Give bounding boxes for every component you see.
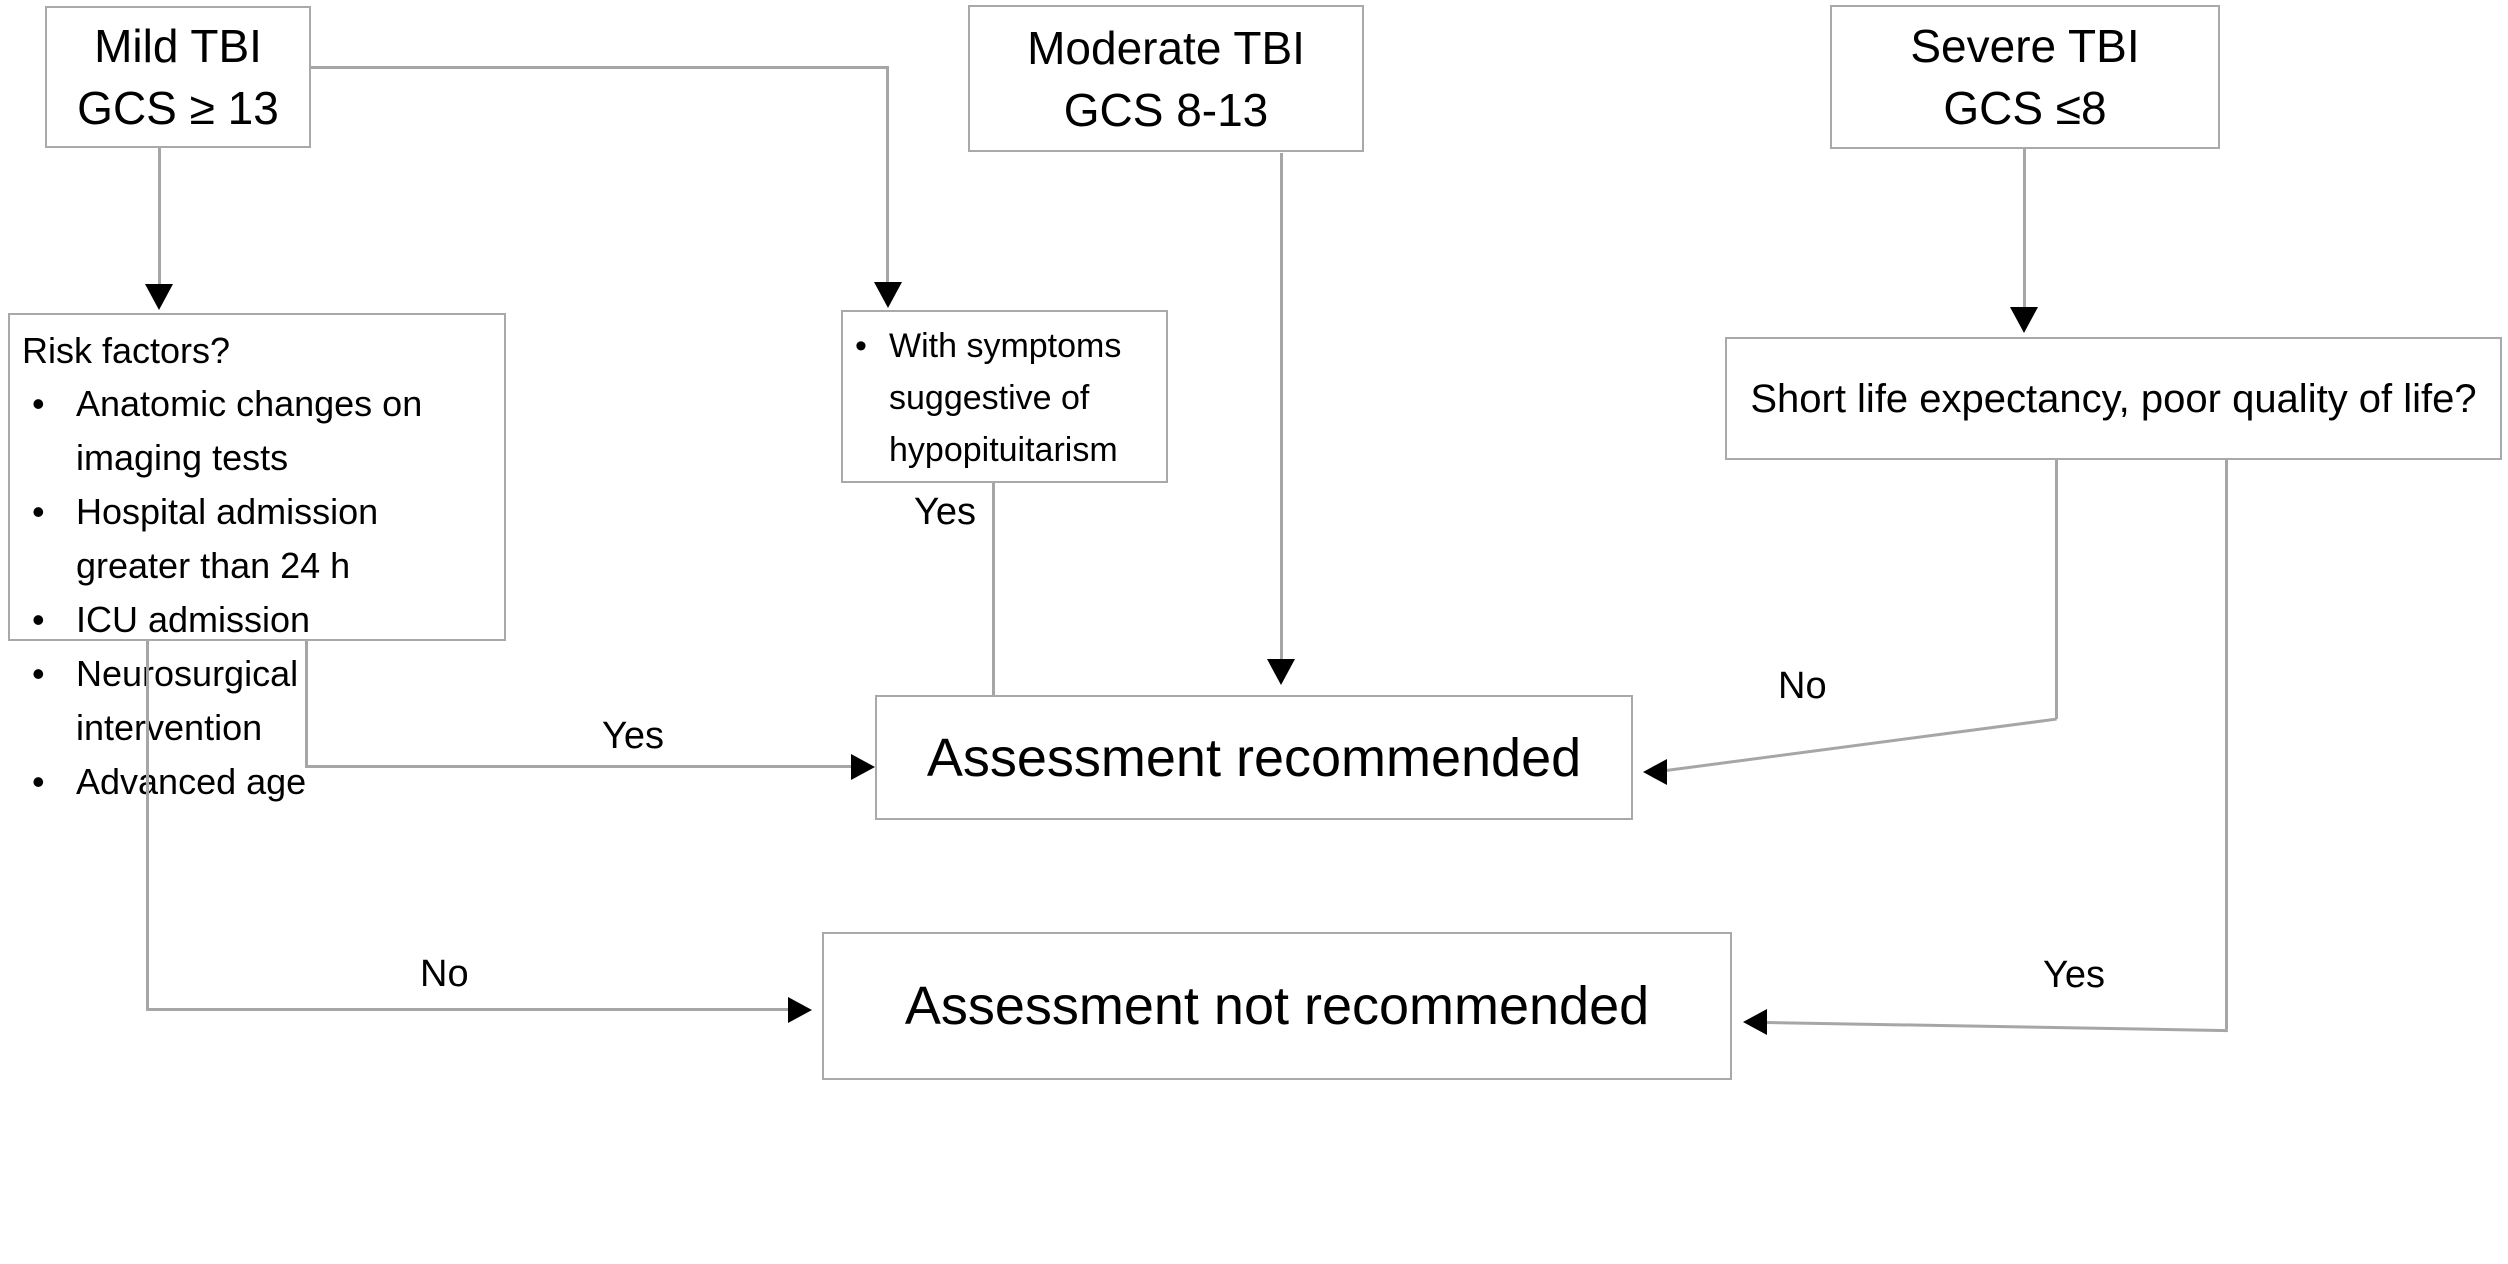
hypopituitarism-item: • With symptoms suggestive of hypopituit… [849, 320, 1160, 476]
connector-mild-to-risk [158, 148, 161, 285]
node-severe-line1: Severe TBI [1910, 20, 2140, 72]
node-mild-line2: GCS ≥ 13 [77, 82, 279, 134]
connector-mild-to-hypo-horizontal [310, 66, 889, 69]
connector-shortlife-no-vertical [2055, 460, 2058, 719]
edge-label-short-life-no: No [1778, 665, 1827, 707]
connector-hypo-yes-to-recommended [992, 483, 995, 695]
node-short-life-expectancy: Short life expectancy, poor quality of l… [1725, 337, 2502, 460]
arrowhead-down-icon [2010, 307, 2038, 333]
node-severe-tbi: Severe TBI GCS ≤8 [1830, 5, 2220, 149]
node-hypopituitarism-symptoms: • With symptoms suggestive of hypopituit… [841, 310, 1168, 483]
assessment-recommended-text: Assessment recommended [926, 727, 1582, 788]
edge-label-short-life-yes: Yes [2043, 954, 2105, 996]
bullet-icon: • [32, 491, 45, 532]
assessment-not-recommended-text: Assessment not recommended [904, 976, 1650, 1036]
risk-factor-text: Hospital admission greater than 24 h [76, 491, 379, 586]
connector-risk-no-vertical [146, 641, 149, 1010]
arrowhead-right-icon [788, 997, 812, 1023]
edge-label-risk-no: No [420, 953, 469, 995]
risk-factor-text: Advanced age [76, 761, 307, 802]
arrowhead-down-icon [874, 282, 902, 308]
arrowhead-right-icon [851, 754, 875, 780]
hypopituitarism-text: With symptoms suggestive of hypopituitar… [889, 327, 1122, 469]
connector-mild-to-hypo-vertical [886, 66, 889, 284]
node-severe-line2: GCS ≤8 [1943, 82, 2107, 134]
connector-risk-no-horizontal [146, 1008, 790, 1011]
connector-shortlife-yes-vertical [2225, 460, 2228, 1029]
edge-label-hypo-yes: Yes [914, 491, 976, 533]
edge-label-risk-yes: Yes [602, 715, 664, 757]
risk-factors-list: • Anatomic changes on imaging tests • Ho… [22, 377, 494, 809]
connector-shortlife-yes-horizontal [1765, 1021, 2228, 1033]
bullet-icon: • [855, 327, 867, 365]
risk-factor-item: • Neurosurgical intervention [22, 647, 494, 755]
connector-moderate-to-recommended [1280, 153, 1283, 659]
node-moderate-line1: Moderate TBI [1027, 21, 1305, 74]
node-moderate-tbi: Moderate TBI GCS 8-13 [968, 5, 1364, 152]
short-life-text: Short life expectancy, poor quality of l… [1750, 376, 2477, 421]
node-mild-line1: Mild TBI [94, 20, 262, 72]
bullet-icon: • [32, 599, 45, 640]
risk-factor-item: • Anatomic changes on imaging tests [22, 377, 494, 485]
arrowhead-down-icon [145, 284, 173, 310]
connector-risk-yes-horizontal [305, 765, 851, 768]
risk-factor-text: Neurosurgical intervention [76, 653, 299, 748]
connector-severe-to-shortlife [2023, 148, 2026, 308]
risk-factor-item: • Hospital admission greater than 24 h [22, 485, 494, 593]
node-mild-tbi: Mild TBI GCS ≥ 13 [45, 6, 311, 148]
node-assessment-recommended: Assessment recommended [875, 695, 1633, 820]
risk-factor-text: ICU admission [76, 599, 311, 640]
arrowhead-down-icon [1267, 659, 1295, 685]
risk-factor-item: • ICU admission [22, 593, 494, 647]
risk-factor-item: • Advanced age [22, 755, 494, 809]
arrowhead-left-icon [1643, 759, 1667, 785]
bullet-icon: • [32, 761, 45, 802]
bullet-icon: • [32, 383, 45, 424]
connector-shortlife-no-horizontal [1665, 717, 2057, 772]
node-assessment-not-recommended: Assessment not recommended [822, 932, 1732, 1080]
arrowhead-left-icon [1743, 1009, 1767, 1035]
bullet-icon: • [32, 653, 45, 694]
connector-risk-yes-vertical [305, 641, 308, 767]
risk-factor-text: Anatomic changes on imaging tests [76, 383, 423, 478]
risk-factors-title: Risk factors? [22, 330, 231, 371]
node-risk-factors: Risk factors? • Anatomic changes on imag… [8, 313, 506, 802]
node-moderate-line2: GCS 8-13 [1063, 83, 1269, 136]
